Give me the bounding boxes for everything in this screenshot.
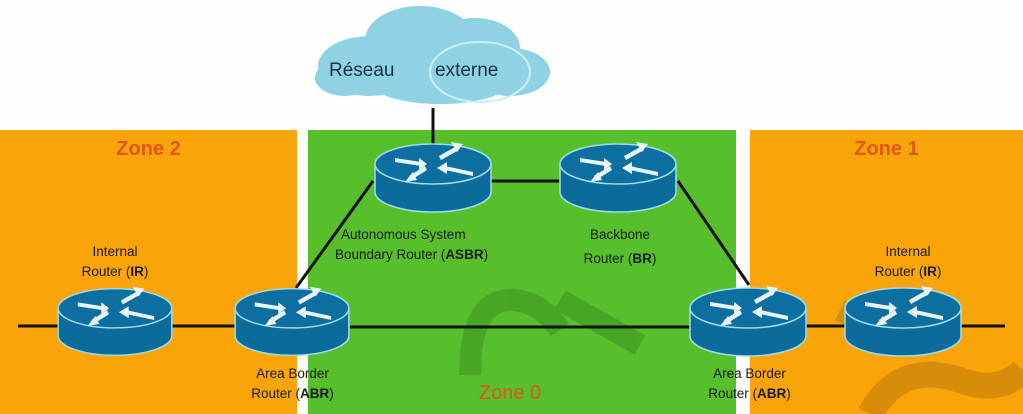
label-line2: Router (ABR) bbox=[708, 386, 791, 401]
area-border-router-left-label: Area Border Router (ABR) bbox=[225, 364, 360, 404]
label-line1: Area Border bbox=[256, 366, 329, 381]
label-line2: Router (IR) bbox=[81, 264, 149, 279]
link-abr-left-asbr bbox=[294, 180, 375, 289]
zone-2-title: Zone 2 bbox=[116, 138, 181, 160]
internal-router-right[interactable] bbox=[844, 285, 962, 357]
label-line2: Router (IR) bbox=[874, 264, 942, 279]
external-network-cloud bbox=[315, 6, 550, 104]
zone-2: Zone 2 bbox=[0, 138, 297, 168]
link-br-abr-right bbox=[676, 180, 751, 286]
cloud-label-reseau: Réseau bbox=[329, 60, 395, 81]
zone-1-title: Zone 1 bbox=[854, 138, 919, 160]
backbone-router-label: Backbone Router (BR) bbox=[560, 225, 680, 269]
label-line2: Router (ABR) bbox=[251, 386, 334, 401]
area-border-router-right[interactable] bbox=[689, 285, 807, 357]
label-line1: Internal bbox=[885, 244, 931, 259]
label-line1: Internal bbox=[92, 244, 138, 259]
label-line1: Area Border bbox=[713, 366, 786, 381]
label-line2: Boundary Router (ASBR) bbox=[335, 247, 489, 262]
zone-0: Zone 0 bbox=[420, 382, 600, 412]
label-line1: Autonomous System bbox=[341, 227, 466, 242]
cloud-label-externe: externe bbox=[435, 60, 499, 81]
internal-router-left-label: Internal Router (IR) bbox=[65, 242, 165, 282]
zone-1: Zone 1 bbox=[750, 138, 1023, 168]
area-border-router-left[interactable] bbox=[234, 285, 350, 357]
backbone-router[interactable] bbox=[559, 141, 677, 213]
links bbox=[18, 108, 1005, 329]
zone-2-area bbox=[0, 130, 297, 414]
internal-router-right-label: Internal Router (IR) bbox=[853, 242, 963, 282]
area-border-router-right-label: Area Border Router (ABR) bbox=[682, 364, 817, 404]
label-line2: Router (BR) bbox=[583, 251, 657, 266]
internal-router-left[interactable] bbox=[57, 285, 173, 357]
label-line1: Backbone bbox=[589, 227, 651, 242]
zone-0-title: Zone 0 bbox=[478, 382, 542, 404]
asbr-router-label: Autonomous System Boundary Router (ASBR) bbox=[335, 225, 545, 265]
zone-1-area bbox=[750, 130, 1023, 414]
asbr-router[interactable] bbox=[374, 141, 492, 213]
